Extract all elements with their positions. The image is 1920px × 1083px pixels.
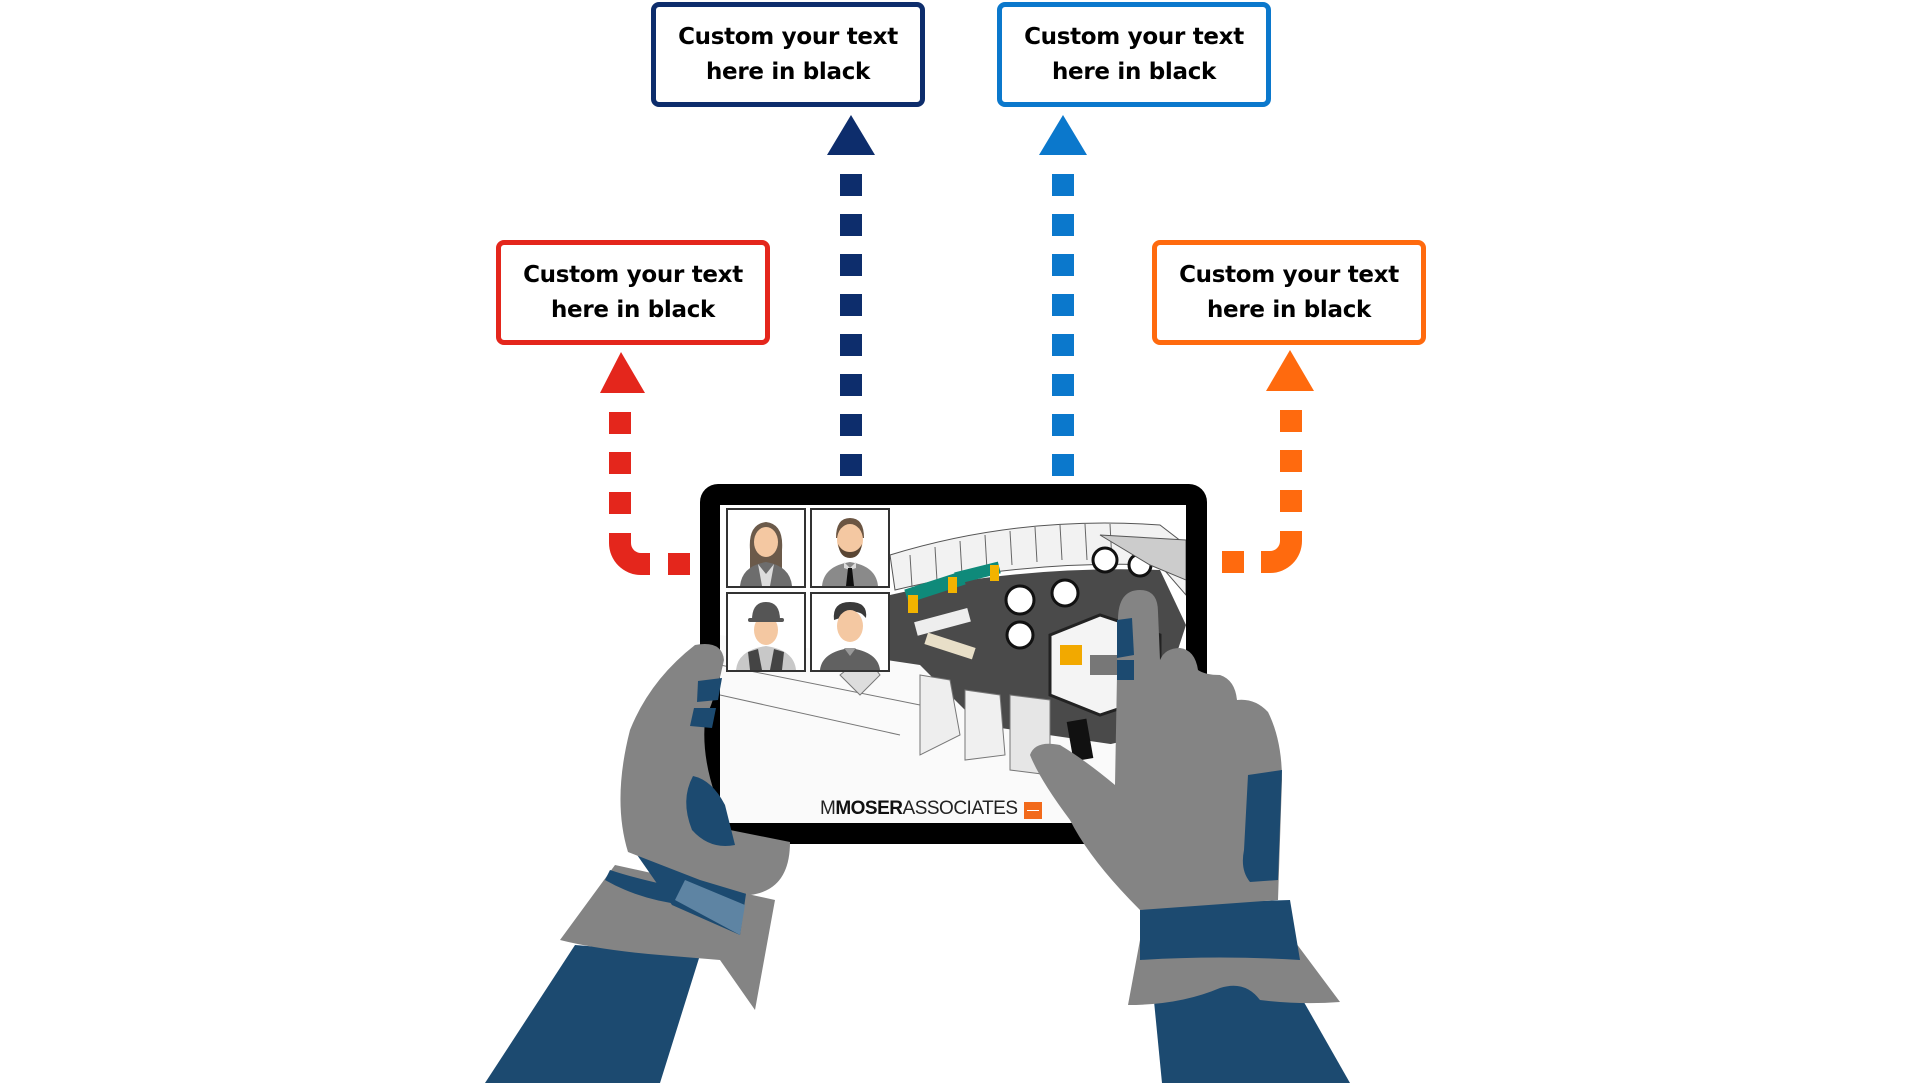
dash — [1052, 454, 1074, 476]
callout-box-blue: Custom your text here in black — [997, 2, 1271, 107]
logo-bold: MOSER — [835, 798, 903, 819]
arrowhead-red-icon — [600, 352, 645, 393]
dash — [1052, 214, 1074, 236]
participant-avatar-construction-worker — [726, 592, 806, 672]
callout-text-line1: Custom your text — [1024, 23, 1244, 50]
dash — [609, 492, 631, 514]
company-logo-text: MMOSERASSOCIATES — [820, 798, 1018, 820]
dash — [1052, 414, 1074, 436]
dash — [1052, 174, 1074, 196]
dash — [1280, 450, 1302, 472]
logo-prefix: M — [820, 798, 836, 819]
dash — [1052, 254, 1074, 276]
dash — [840, 294, 862, 316]
dash — [609, 452, 631, 474]
logo-suffix: ASSOCIATES — [902, 798, 1019, 819]
dash — [668, 553, 690, 575]
dash — [840, 254, 862, 276]
dash — [1280, 410, 1302, 432]
dash-corner — [609, 533, 650, 575]
dash — [840, 454, 862, 476]
callout-text-line2: here in black — [550, 296, 716, 323]
arrowhead-blue-icon — [1039, 115, 1087, 155]
dash — [609, 412, 631, 434]
arrowhead-navy-icon — [827, 115, 875, 155]
connector-orange — [1222, 350, 1314, 573]
dash — [840, 374, 862, 396]
callout-box-red: Custom your text here in black — [496, 240, 770, 345]
dash — [1222, 551, 1244, 573]
callout-text-line2: here in black — [705, 58, 871, 85]
callout-text-line1: Custom your text — [1179, 261, 1399, 288]
participant-avatar-bearded-man — [810, 508, 890, 588]
connector-navy — [827, 115, 875, 476]
company-logo-mark-icon — [1024, 802, 1042, 819]
callout-box-navy: Custom your text here in black — [651, 2, 925, 107]
callout-text-line2: here in black — [1206, 296, 1372, 323]
dash — [1280, 490, 1302, 512]
tablet-screen: MMOSERASSOCIATES — [720, 505, 1186, 823]
connector-blue — [1039, 115, 1087, 476]
dash — [840, 174, 862, 196]
dash — [840, 414, 862, 436]
participant-avatar-woman — [726, 508, 806, 588]
dash — [1052, 294, 1074, 316]
dash — [1052, 334, 1074, 356]
dash — [840, 214, 862, 236]
participant-avatar-casual-man — [810, 592, 890, 672]
dash — [1052, 374, 1074, 396]
dash-corner — [1261, 531, 1302, 573]
arrowhead-orange-icon — [1266, 350, 1314, 391]
callout-text-line2: here in black — [1051, 58, 1217, 85]
callout-box-orange: Custom your text here in black — [1152, 240, 1426, 345]
callout-text-line1: Custom your text — [523, 261, 743, 288]
callout-text-line1: Custom your text — [678, 23, 898, 50]
dash — [840, 334, 862, 356]
connector-red — [600, 352, 690, 575]
